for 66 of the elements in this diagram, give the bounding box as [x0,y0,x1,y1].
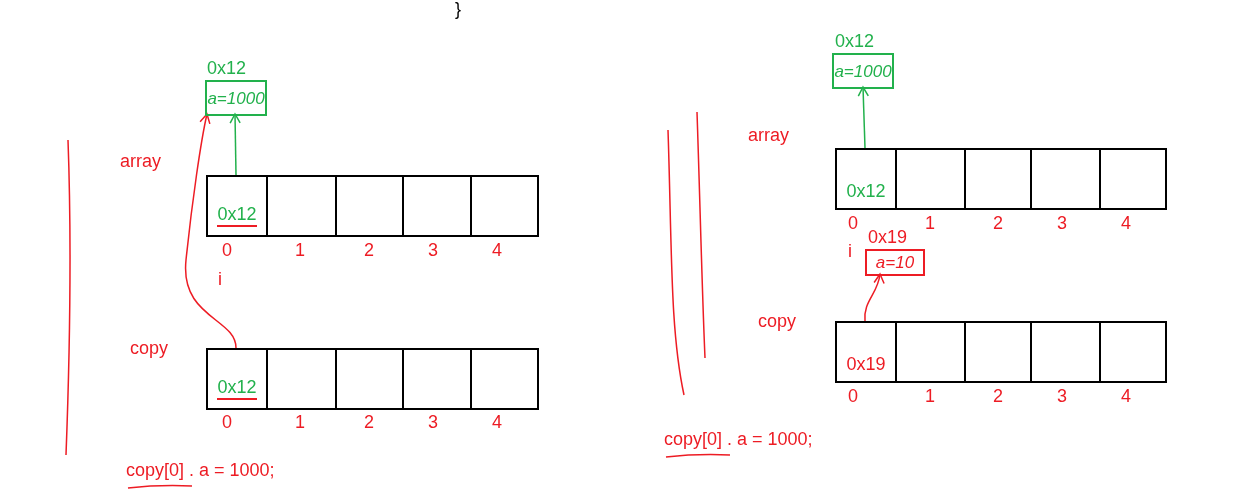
label: array [748,126,789,144]
label: copy [130,339,169,357]
array-cell [964,148,1032,210]
label: 4 [492,241,502,259]
address-label: 0x12 [207,59,247,77]
field-value: a=1000 [834,62,892,80]
code-statement: copy[0] . a = 1000; [664,430,813,448]
array-cell [964,321,1032,383]
label: i [848,242,852,260]
label: 2 [364,241,374,259]
object-box [832,53,894,89]
arrow [229,113,241,176]
array-cell [1030,321,1101,383]
label: copy [758,312,797,330]
code-statement: copy[0] . a = 1000; [126,461,275,479]
address-value: 0x19 [846,355,886,373]
object-box [205,80,267,116]
label: 0 [222,241,232,259]
label: 2 [993,387,1003,405]
label: 1 [925,387,935,405]
label: 2 [993,214,1003,232]
array-cell [402,175,472,237]
arrow [864,273,885,322]
label: array [120,152,161,170]
label: 1 [925,214,935,232]
field-value: a=1000 [207,89,265,107]
array-cell [470,175,539,237]
label: 3 [1057,214,1067,232]
brace: } [455,0,461,18]
array-cell [335,348,404,410]
label: 1 [295,413,305,431]
address-value: 0x12 [217,205,257,227]
label: 0 [848,214,858,232]
array-cell [266,175,337,237]
label: 3 [428,413,438,431]
label: 4 [1121,387,1131,405]
address-value: 0x12 [846,182,886,200]
label: 4 [492,413,502,431]
label: 1 [295,241,305,259]
object-box [865,249,925,276]
label: 3 [1057,387,1067,405]
address-value: 0x12 [217,378,257,400]
array-cell [1030,148,1101,210]
address-label: 0x19 [868,228,908,246]
label: 4 [1121,214,1131,232]
array-cell [895,321,966,383]
array-cell [335,175,404,237]
array-cell [206,175,268,237]
label: 0 [222,413,232,431]
label: 0 [848,387,858,405]
array-cell [895,148,966,210]
array-cell [835,321,897,383]
array-cell [266,348,337,410]
arrow [184,113,237,349]
array-cell [1099,148,1167,210]
label: i [218,270,222,288]
label: 2 [364,413,374,431]
array-cell [402,348,472,410]
label: 3 [428,241,438,259]
arrow [857,86,870,149]
field-value: a=10 [875,254,915,271]
array-cell [835,148,897,210]
array-cell [470,348,539,410]
address-label: 0x12 [835,32,875,50]
array-cell [1099,321,1167,383]
array-cell [206,348,268,410]
